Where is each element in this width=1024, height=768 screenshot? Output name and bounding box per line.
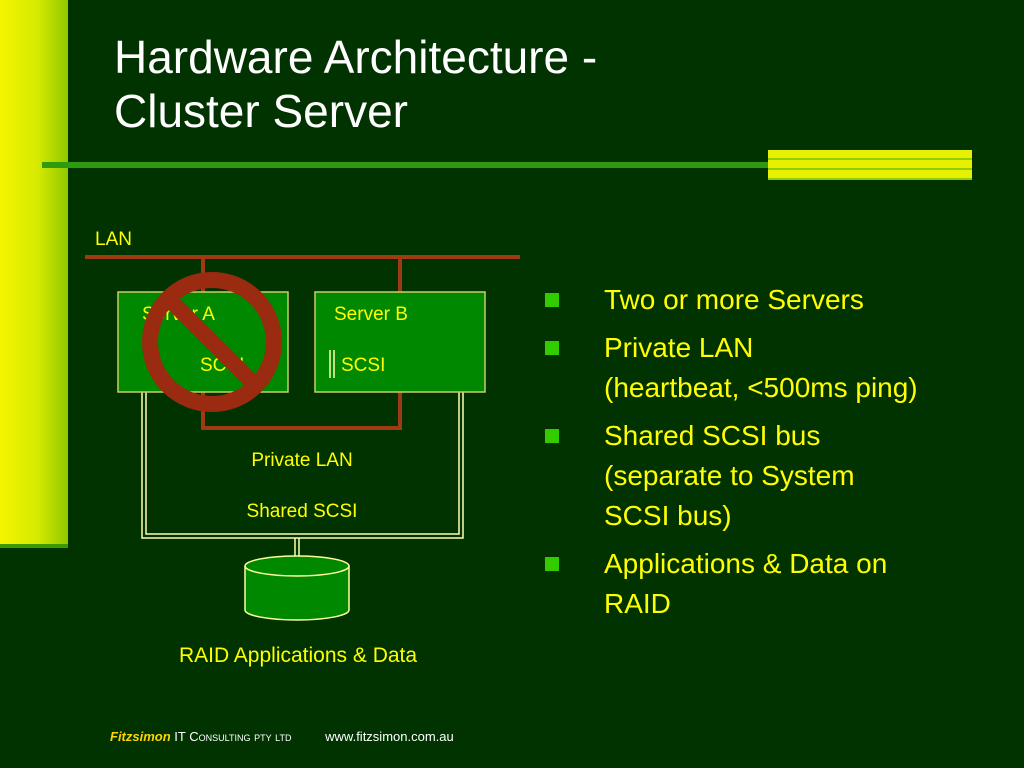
bullet-text-line: SCSI bus): [604, 500, 732, 531]
bullet-text-line: Two or more Servers: [604, 284, 864, 315]
server-b-label: Server B: [334, 304, 408, 325]
raid-label: RAID Applications & Data: [179, 644, 417, 667]
bullet-text-line: (heartbeat, <500ms ping): [604, 372, 918, 403]
left-accent-bar-shadow: [0, 544, 68, 548]
prohibited-icon: [142, 272, 282, 412]
slide-title-line-1: Hardware Architecture -: [114, 31, 598, 83]
footer-url: www.fitzsimon.com.au: [325, 729, 454, 744]
bullet-text-line: Applications & Data on: [604, 548, 888, 579]
title-divider-accent: [768, 150, 972, 180]
server-b-box: Server B SCSI: [314, 291, 486, 393]
private-lan-label: Private LAN: [251, 450, 352, 471]
bullet-item: Private LAN (heartbeat, <500ms ping): [540, 328, 1010, 408]
bullet-square-icon: [545, 341, 559, 355]
shared-scsi-label: Shared SCSI: [247, 501, 358, 522]
footer: Fitzsimon IT Consulting pty ltd www.fitz…: [110, 729, 454, 744]
left-accent-bar: [0, 0, 68, 548]
bullet-text-line: Private LAN: [604, 332, 754, 363]
shared-scsi-bus-inner: [145, 368, 460, 535]
footer-company: IT Consulting pty ltd: [174, 729, 292, 744]
footer-brand: Fitzsimon: [110, 729, 171, 744]
lan-label: LAN: [95, 229, 132, 250]
bullet-text-line: RAID: [604, 588, 671, 619]
bullet-text-line: Shared SCSI bus: [604, 420, 821, 451]
bullet-square-icon: [545, 557, 559, 571]
raid-storage-icon: [244, 555, 350, 621]
bullet-text-line: (separate to System: [604, 460, 855, 491]
title-divider: [42, 162, 972, 168]
bullet-item: Two or more Servers: [540, 280, 1010, 320]
slide-title: Hardware Architecture - Cluster Server: [114, 30, 597, 138]
cluster-diagram: Server A SCSI Server B SCSI LAN Private …: [85, 229, 520, 667]
bullet-item: Applications & Data on RAID: [540, 544, 1010, 624]
bullet-square-icon: [545, 429, 559, 443]
shared-scsi-bus-outer: [141, 368, 464, 539]
bullet-square-icon: [545, 293, 559, 307]
server-b-scsi-label: SCSI: [341, 355, 385, 376]
slide-title-line-2: Cluster Server: [114, 85, 408, 137]
